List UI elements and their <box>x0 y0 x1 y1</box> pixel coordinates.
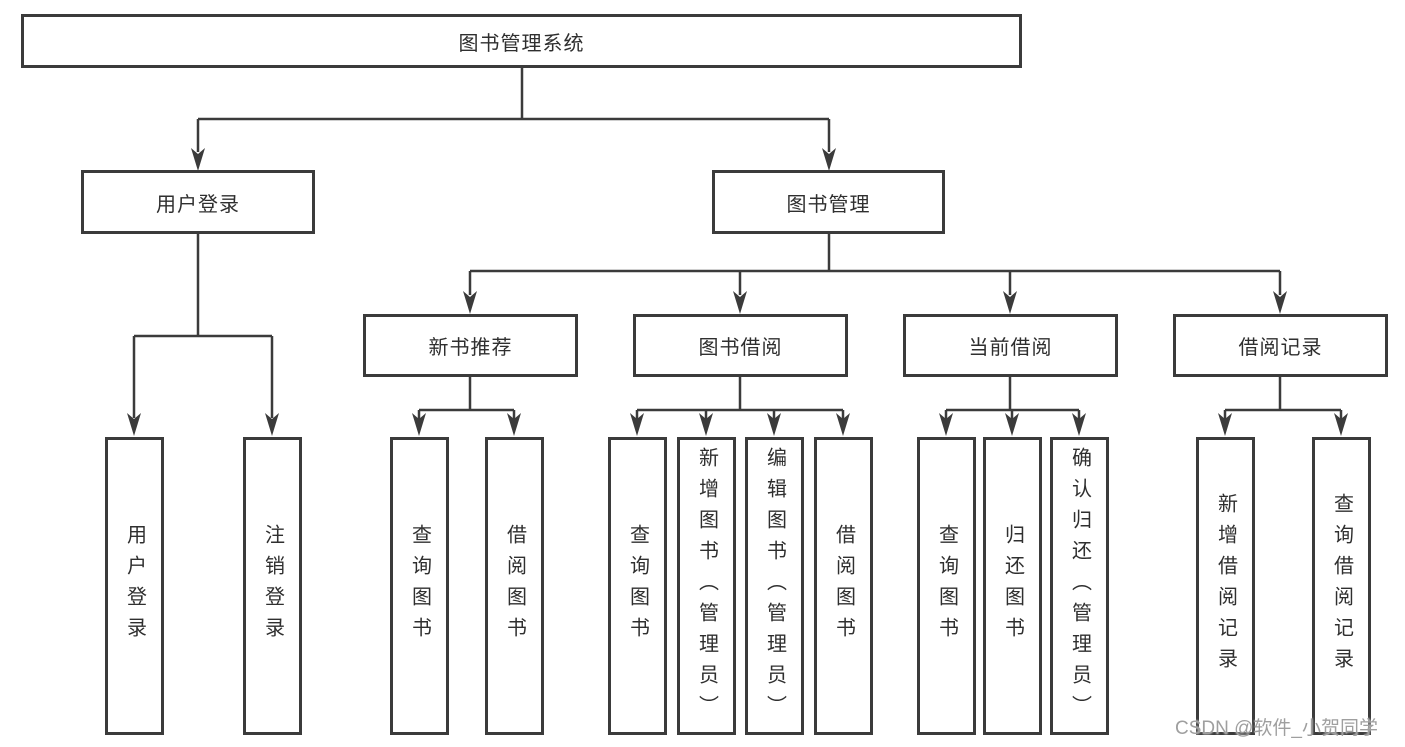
node-root-library-management-system: 图书管理系统 <box>21 14 1022 68</box>
leaf-label: 借阅图书 <box>832 524 855 648</box>
arrow-down-icon <box>822 148 836 171</box>
node-label: 图书借阅 <box>698 337 783 359</box>
node-label: 用户登录 <box>156 193 240 216</box>
arrow-down-icon <box>836 413 850 436</box>
leaf-user-login: 用户登录 <box>105 437 164 735</box>
arrow-down-icon <box>463 291 477 314</box>
node-current-borrowing: 当前借阅 <box>903 314 1118 377</box>
leaf-label: 查询图书 <box>408 524 431 648</box>
leaf-label: 新增借阅记录 <box>1214 493 1237 679</box>
node-user-login: 用户登录 <box>81 170 315 234</box>
leaf-label: 查询图书 <box>626 524 649 648</box>
node-label: 借阅记录 <box>1238 337 1323 359</box>
leaf-label: 查询图书 <box>935 524 958 648</box>
leaf-label: 确认归还（管理员） <box>1068 446 1091 726</box>
node-label: 当前借阅 <box>968 337 1053 359</box>
arrow-down-icon <box>412 413 426 436</box>
leaf-label: 用户登录 <box>123 524 146 648</box>
arrow-down-icon <box>265 413 279 436</box>
leaf-confirm-return-admin: 确认归还（管理员） <box>1050 437 1109 735</box>
arrow-down-icon <box>939 413 953 436</box>
arrow-down-icon <box>1003 291 1017 314</box>
leaf-label: 编辑图书（管理员） <box>763 446 786 726</box>
arrow-down-icon <box>1005 413 1019 436</box>
leaf-query-books-recommend: 查询图书 <box>390 437 449 735</box>
leaf-query-books-borrowing: 查询图书 <box>608 437 667 735</box>
watermark: CSDN @软件_小贺同学 <box>1175 718 1378 739</box>
leaf-return-books: 归还图书 <box>983 437 1042 735</box>
arrow-down-icon <box>1273 291 1287 314</box>
arrow-down-icon <box>191 148 205 171</box>
leaf-label: 借阅图书 <box>503 524 526 648</box>
arrow-down-icon <box>699 413 713 436</box>
arrow-down-icon <box>767 413 781 436</box>
node-book-management: 图书管理 <box>712 170 945 234</box>
node-label: 图书管理系统 <box>458 32 585 55</box>
arrow-down-icon <box>1334 413 1348 436</box>
arrow-down-icon <box>733 291 747 314</box>
leaf-borrow-books-recommend: 借阅图书 <box>485 437 544 735</box>
leaf-query-books-current: 查询图书 <box>917 437 976 735</box>
leaf-query-borrow-record: 查询借阅记录 <box>1312 437 1371 735</box>
leaf-edit-books-admin: 编辑图书（管理员） <box>745 437 804 735</box>
arrow-down-icon <box>630 413 644 436</box>
arrow-down-icon <box>127 413 141 436</box>
leaf-label: 归还图书 <box>1001 524 1024 648</box>
arrow-down-icon <box>507 413 521 436</box>
leaf-add-books-admin: 新增图书（管理员） <box>677 437 736 735</box>
node-label: 新书推荐 <box>428 337 513 359</box>
node-book-borrowing: 图书借阅 <box>633 314 848 377</box>
leaf-label: 查询借阅记录 <box>1330 493 1353 679</box>
leaf-add-borrow-record: 新增借阅记录 <box>1196 437 1255 735</box>
node-borrowing-records: 借阅记录 <box>1173 314 1388 377</box>
node-new-book-recommendation: 新书推荐 <box>363 314 578 377</box>
arrow-down-icon <box>1218 413 1232 436</box>
node-label: 图书管理 <box>786 193 871 216</box>
leaf-label: 注销登录 <box>261 524 284 648</box>
leaf-logout: 注销登录 <box>243 437 302 735</box>
leaf-label: 新增图书（管理员） <box>695 446 718 726</box>
leaf-borrow-books-borrowing: 借阅图书 <box>814 437 873 735</box>
arrowheads <box>127 148 1348 436</box>
arrow-down-icon <box>1072 413 1086 436</box>
